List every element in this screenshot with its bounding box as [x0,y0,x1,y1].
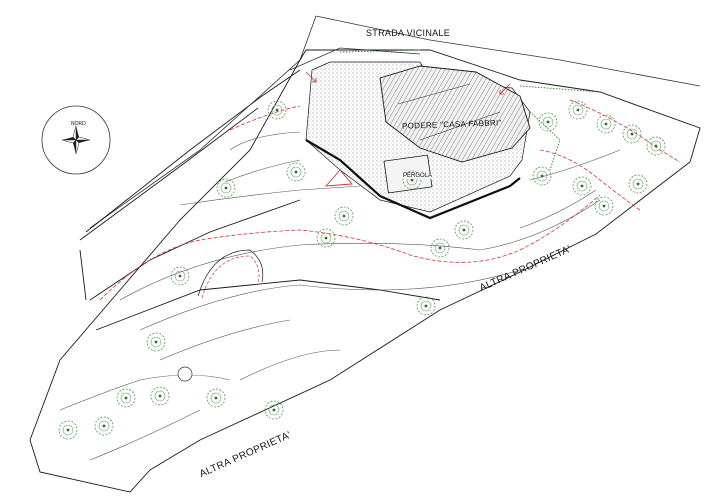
compass-rose [41,105,111,175]
terrain-contours [59,131,621,461]
house-ridge [397,83,501,141]
retaining-wall [197,249,264,299]
property-boundary [29,49,701,493]
water-tank [177,366,193,382]
house-roof [379,65,531,163]
pergola-label: PERGOLA [402,173,434,179]
access-arrows [305,71,511,95]
triangle-planter [324,169,353,187]
road-label: STRADA VICINALE [366,28,451,38]
hedges [339,49,601,171]
compass-north-label: NORD [71,121,86,127]
courtyard-wall [305,139,521,220]
red-contours [99,99,681,301]
